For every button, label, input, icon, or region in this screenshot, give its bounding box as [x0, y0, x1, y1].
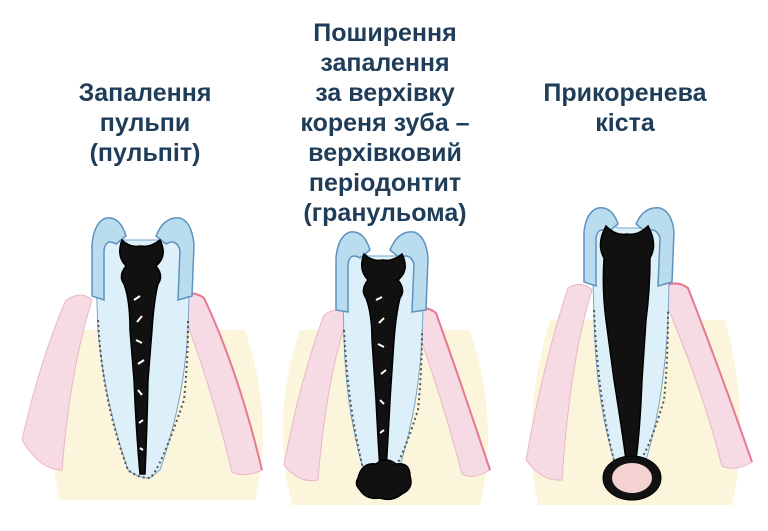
caption-line: періодонтит — [308, 169, 462, 197]
pulp-texture — [375, 296, 387, 434]
tooth-pulpitis — [21, 217, 263, 500]
enamel-right — [155, 217, 195, 302]
gum-left — [21, 294, 93, 471]
caption-cyst: Прикоренева кіста — [515, 78, 735, 138]
cyst-lumen — [612, 463, 652, 493]
tooth-cyst — [525, 207, 753, 505]
caption-line: (пульпіт) — [89, 139, 201, 167]
root-outline — [97, 319, 189, 480]
pulp-texture — [133, 295, 145, 451]
root-outline — [343, 329, 423, 482]
enamel-right — [389, 231, 429, 313]
caption-line: Запалення — [78, 79, 212, 107]
caption-line: Прикоренева — [543, 79, 707, 107]
caption-line: кіста — [595, 109, 655, 137]
caption-line: кореня зуба – — [300, 109, 470, 137]
caption-line: верхівковий — [308, 139, 462, 167]
gum-left — [525, 284, 593, 481]
pulp — [599, 224, 655, 461]
gum-edge — [659, 282, 753, 463]
pulp — [361, 252, 406, 471]
enamel-left — [91, 217, 127, 302]
enamel-left — [335, 231, 371, 313]
caption-line: за верхівку — [315, 79, 455, 107]
pulp — [119, 238, 164, 475]
caption-periodontitis: Поширення запалення за верхівку кореня з… — [265, 18, 505, 228]
caption-line: запалення — [320, 49, 450, 77]
tooth-granuloma — [282, 231, 491, 505]
caption-pulpitis: Запалення пульпи (пульпіт) — [35, 78, 255, 168]
caption-line: Поширення — [313, 19, 457, 47]
caption-line: пульпи — [99, 109, 191, 137]
enamel-left — [583, 207, 619, 288]
caption-line: (гранульома) — [303, 199, 467, 227]
granuloma — [355, 459, 412, 501]
